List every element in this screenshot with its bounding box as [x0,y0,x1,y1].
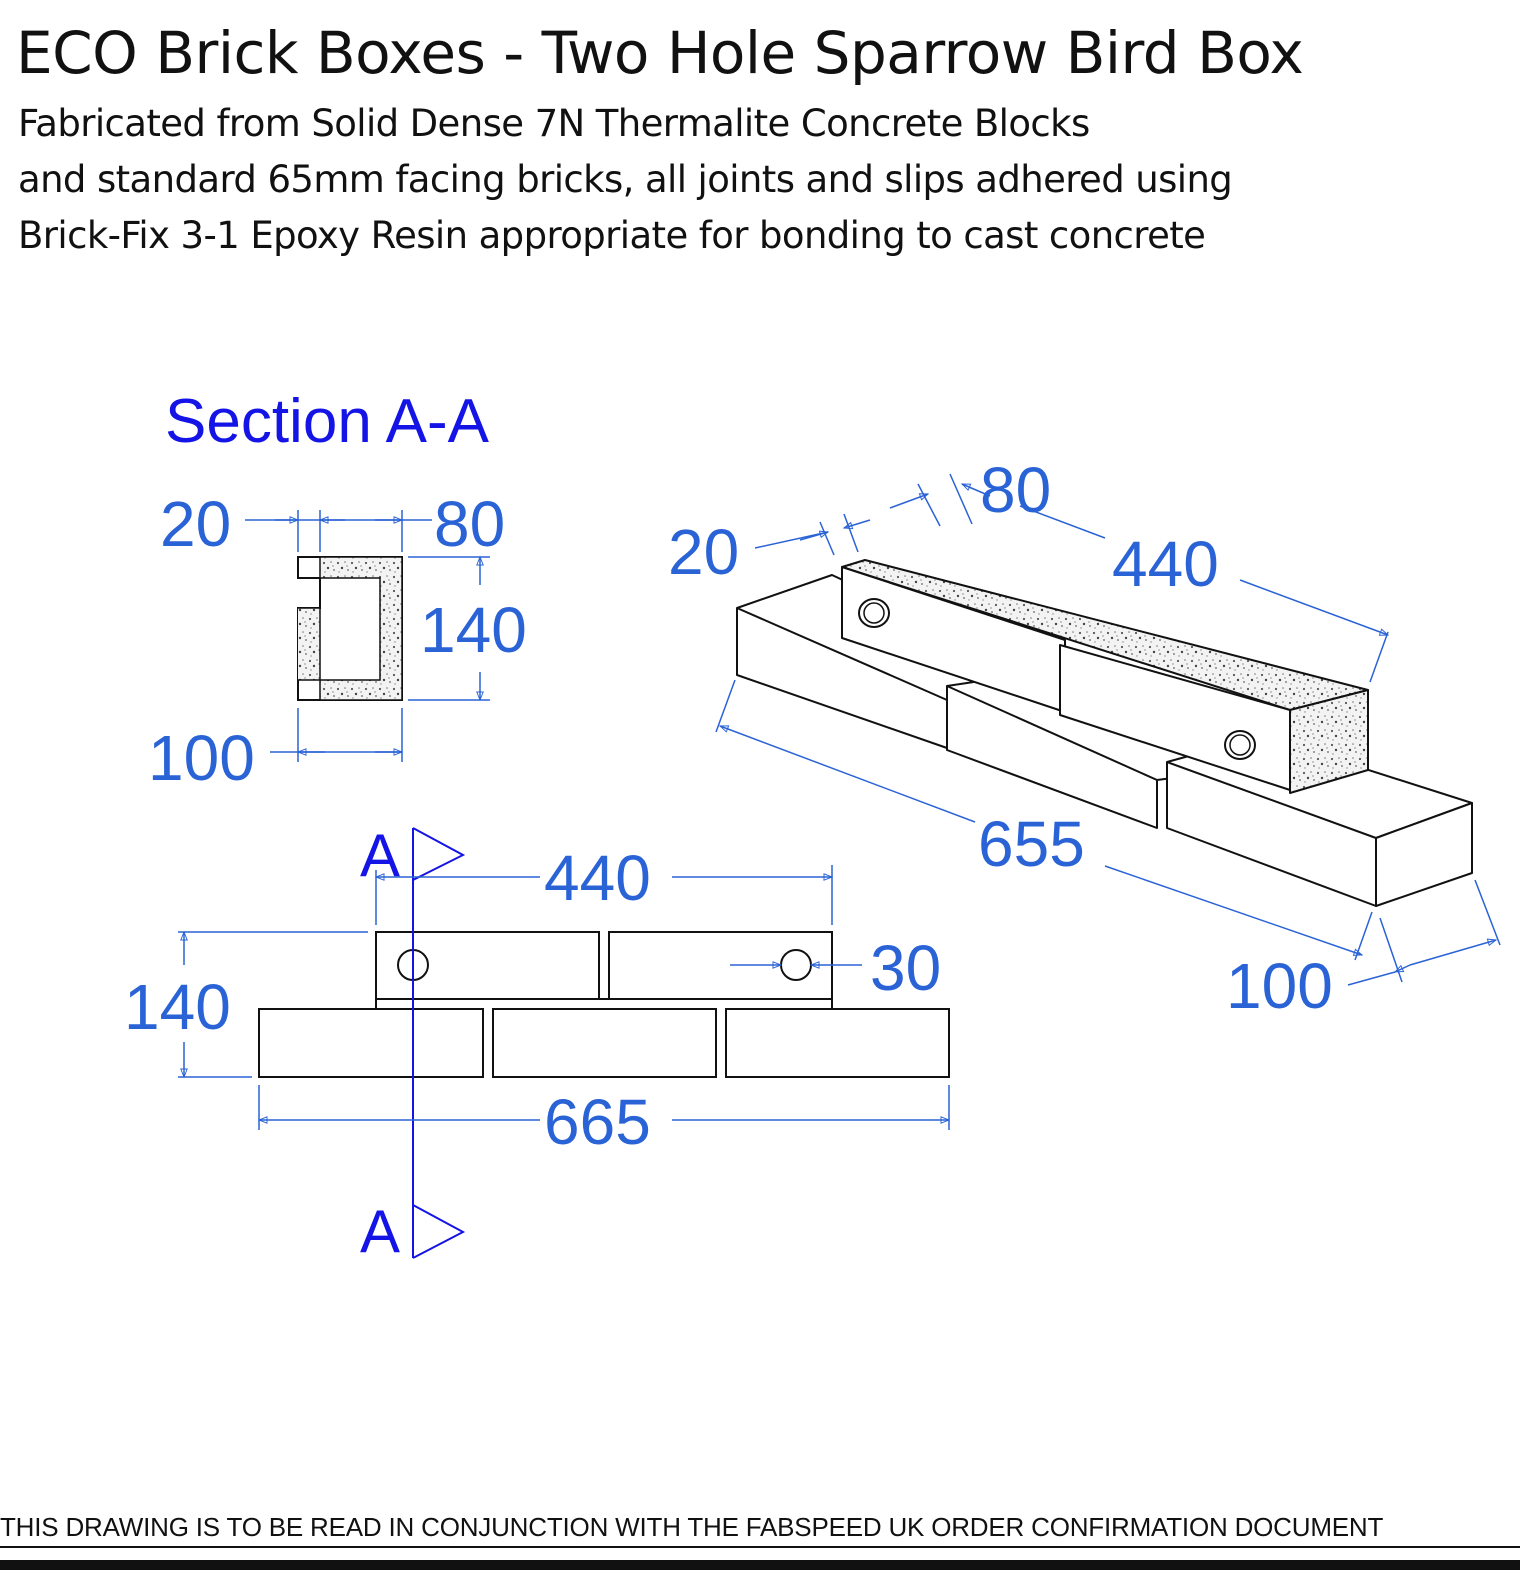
section-dim-height: 140 [420,594,527,666]
iso-box-end [1289,689,1369,794]
brick-right [725,1008,950,1078]
isometric-dimensions [715,473,1501,986]
section-inner-wall [298,607,321,681]
section-marker-top: A [360,822,400,889]
iso-brick-right-end [1375,802,1473,907]
section-dim-width: 100 [148,722,255,794]
iso-dim-total-length: 655 [978,808,1085,880]
entrance-hole-right [780,949,812,981]
footer-note: THIS DRAWING IS TO BE READ IN CONJUNCTIO… [0,1512,1384,1542]
iso-dim-depth: 100 [1226,950,1333,1022]
elevation-dim-height: 140 [124,971,231,1043]
description-line-3: Brick-Fix 3-1 Epoxy Resin appropriate fo… [18,214,1206,257]
brick-middle [492,1008,717,1078]
elevation-dim-hole-offset: 30 [870,932,941,1004]
footer-underline [0,1546,1520,1548]
section-marker-bottom: A [360,1198,400,1265]
drawing-title: ECO Brick Boxes - Two Hole Sparrow Bird … [16,19,1304,87]
isometric-view [736,559,1473,907]
front-elevation: A A 440 140 30 665 [124,822,951,1265]
iso-dim-box-length: 440 [1112,528,1219,600]
technical-drawing: Section A-A 20 80 140 [124,387,1501,1265]
elevation-dim-total-length: 665 [544,1086,651,1158]
elevation-dim-box-length: 440 [544,842,651,914]
section-arrow-bottom [412,1204,466,1259]
section-dim-wall: 20 [160,488,231,560]
section-hatch [319,556,403,701]
section-a-a: Section A-A 20 80 140 [148,387,527,794]
section-arrow-top [412,827,466,881]
description-line-1: Fabricated from Solid Dense 7N Thermalit… [18,102,1090,145]
bottom-border [0,1560,1520,1570]
section-dim-cavity: 80 [434,488,505,560]
section-label: Section A-A [165,387,490,456]
iso-dim-cavity: 80 [980,454,1051,526]
iso-dim-wall: 20 [668,516,739,588]
description-line-2: and standard 65mm facing bricks, all joi… [18,158,1233,201]
brick-left [258,1008,484,1078]
